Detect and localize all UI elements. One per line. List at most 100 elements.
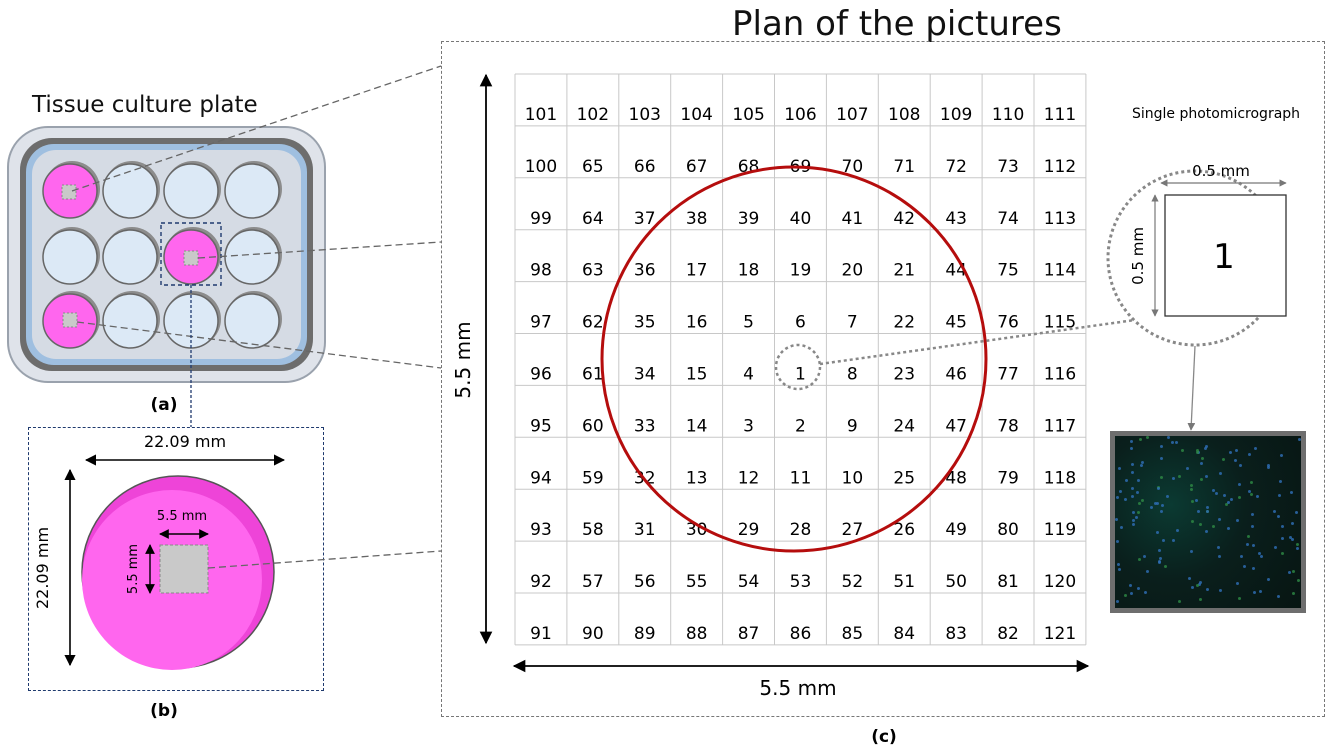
cell-speck	[1171, 476, 1175, 480]
cell-speck	[1143, 554, 1147, 558]
cell-speck	[1130, 447, 1134, 451]
sample-square-1	[61, 184, 77, 200]
cell-speck	[1129, 439, 1133, 443]
grid-cell-number: 65	[582, 157, 604, 177]
sample-square-3	[62, 312, 78, 328]
main-title: Plan of the pictures	[732, 4, 1062, 44]
cell-speck	[1190, 550, 1194, 554]
cell-speck	[1219, 472, 1223, 476]
cell-speck	[1273, 510, 1277, 514]
grid-cell-number: 24	[893, 416, 915, 436]
grid-cell-number: 61	[582, 365, 604, 385]
cell-speck	[1292, 591, 1296, 595]
cell-speck	[1290, 522, 1294, 526]
grid-cell-number: 62	[582, 313, 604, 333]
cell-speck	[1124, 593, 1128, 597]
cell-speck	[1281, 536, 1285, 540]
cell-speck	[1250, 492, 1254, 496]
grid-cell-number: 117	[1044, 416, 1076, 436]
grid-cell-number: 37	[634, 209, 656, 229]
cell-speck	[1159, 456, 1163, 460]
grid-cell-number: 87	[738, 624, 760, 644]
connector-line	[71, 65, 442, 192]
grid-cell-number: 40	[790, 209, 812, 229]
cell-speck	[1239, 554, 1243, 558]
culture-well	[163, 163, 219, 219]
grid-cell-number: 120	[1044, 572, 1076, 592]
cell-speck	[1200, 478, 1204, 482]
cell-speck	[1296, 542, 1300, 546]
cell-speck	[1259, 589, 1263, 593]
cell-speck	[1218, 554, 1222, 558]
grid-cell-number: 41	[842, 209, 864, 229]
culture-well	[224, 293, 280, 349]
grid-cell-number: 46	[945, 365, 967, 385]
well-height-label: 22.09 mm	[33, 527, 52, 609]
grid-cell-number: 118	[1044, 468, 1076, 488]
grid-cell-number: 115	[1044, 313, 1076, 333]
cell-speck	[1115, 600, 1119, 604]
grid-cell-number: 103	[629, 105, 661, 125]
cell-speck	[1180, 448, 1184, 452]
cell-speck	[1223, 493, 1227, 497]
cell-speck	[1225, 503, 1229, 507]
cell-speck	[1211, 488, 1215, 492]
cell-speck	[1222, 458, 1226, 462]
grid-cell-number: 101	[525, 105, 557, 125]
connector-line	[76, 321, 442, 369]
grid-cell-number: 51	[893, 572, 915, 592]
grid-cell-number: 14	[686, 416, 708, 436]
cell-speck	[1238, 464, 1242, 468]
cell-speck	[1158, 548, 1162, 552]
cell-speck	[1186, 466, 1190, 470]
photomicrograph-image	[1110, 431, 1306, 613]
grid-cell-number: 95	[530, 416, 552, 436]
cell-speck	[1247, 534, 1251, 538]
grid-cell-number: 34	[634, 365, 656, 385]
cell-speck	[1204, 446, 1208, 450]
cell-speck	[1116, 496, 1120, 500]
cell-speck	[1237, 483, 1241, 487]
cell-speck	[1205, 506, 1209, 510]
cell-speck	[1217, 517, 1221, 521]
cell-speck	[1237, 597, 1241, 601]
grid-cell-number: 6	[795, 313, 806, 333]
cell-speck	[1160, 476, 1164, 480]
grid-cell-number: 18	[738, 261, 760, 281]
grid-cell-number: 42	[893, 209, 915, 229]
cell-speck	[1129, 583, 1133, 587]
grid-cell-number: 35	[634, 313, 656, 333]
cell-speck	[1291, 570, 1295, 574]
sample-square-2	[183, 250, 199, 266]
grid-cell-number: 47	[945, 416, 967, 436]
grid-cell-number: 74	[997, 209, 1019, 229]
grid-cell-number: 25	[893, 468, 915, 488]
grid-cell-number: 80	[997, 520, 1019, 540]
grid-cell-number: 58	[582, 520, 604, 540]
cell-speck	[1279, 480, 1282, 484]
single-height-label: 0.5 mm	[1129, 227, 1147, 285]
grid-cell-number: 15	[686, 365, 708, 385]
cell-speck	[1195, 451, 1199, 455]
grid-cell-number: 53	[790, 572, 812, 592]
grid-cell-number: 7	[847, 313, 858, 333]
cell-speck	[1190, 500, 1194, 504]
grid-cell-number: 104	[680, 105, 712, 125]
grid-cell-number: 100	[525, 157, 557, 177]
grid-cell-number: 94	[530, 468, 552, 488]
grid-cell-number: 102	[577, 105, 609, 125]
cell-speck	[1199, 522, 1203, 526]
cell-speck	[1297, 578, 1301, 582]
cell-speck	[1212, 524, 1216, 528]
cell-speck	[1251, 543, 1255, 547]
grid-cell-number: 99	[530, 209, 552, 229]
grid-cell-number: 49	[945, 520, 967, 540]
grid-cell-number: 72	[945, 157, 967, 177]
grid-cell-number: 75	[997, 261, 1019, 281]
cell-speck	[1118, 466, 1122, 470]
grid-cell-number: 21	[893, 261, 915, 281]
square-width-label: 5.5 mm	[157, 509, 207, 524]
cell-speck	[1140, 499, 1144, 503]
cell-speck	[1176, 529, 1180, 533]
